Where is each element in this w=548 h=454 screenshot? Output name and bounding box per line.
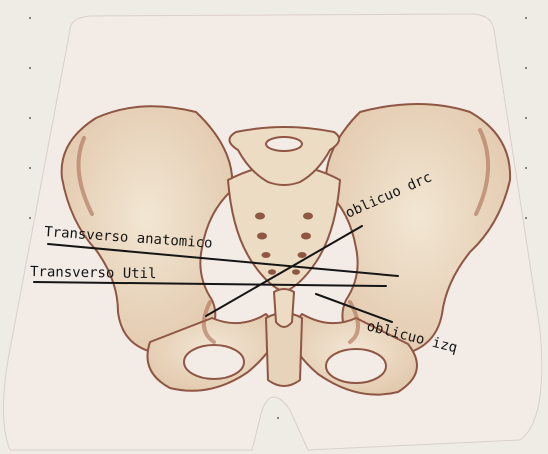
right-obturator-foramen <box>326 349 386 383</box>
left-obturator-foramen <box>184 345 244 379</box>
label-transverso-util: Transverso Util <box>30 264 157 282</box>
coccyx <box>274 289 294 327</box>
vertebral-foramen <box>266 137 302 151</box>
